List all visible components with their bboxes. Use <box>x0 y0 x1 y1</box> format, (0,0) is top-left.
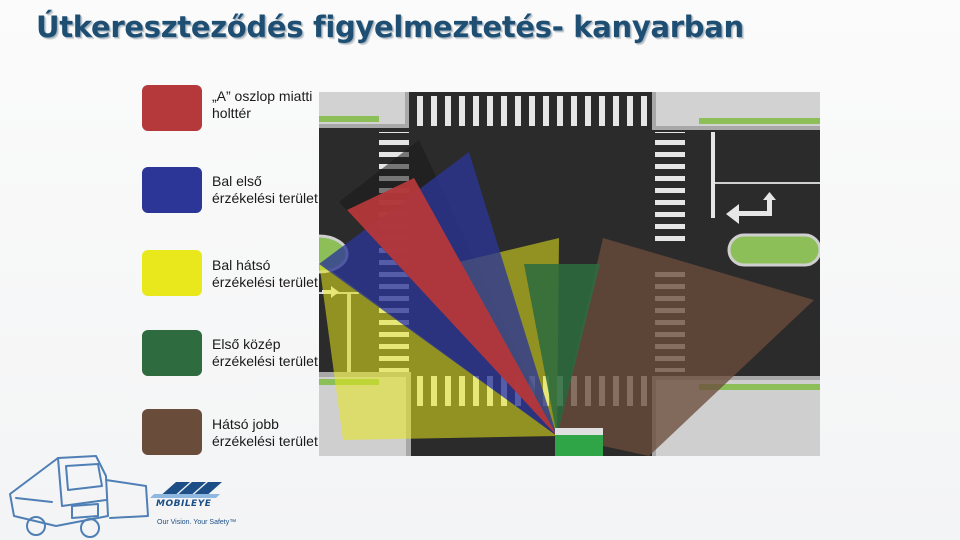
legend-swatch-left-rear <box>142 250 202 296</box>
corner-top-left <box>319 92 409 128</box>
front-center-zone <box>524 264 600 436</box>
turn-arrow <box>726 192 776 224</box>
brand-tagline: Our Vision. Your Safety™ <box>157 519 237 526</box>
intersection-diagram <box>319 92 820 456</box>
corner-top-right <box>652 92 820 130</box>
crosswalk-right <box>655 132 685 242</box>
brand-name: MOBILEYE <box>156 499 212 509</box>
a-pillar-blind-spot <box>347 178 557 436</box>
legend-label-left-rear: Bal hátsó érzékelési terület <box>212 257 318 290</box>
legend-label-rear-right: Hátsó jobb érzékelési terület <box>212 416 318 449</box>
truck-illustration <box>9 455 149 538</box>
lane-line <box>715 182 820 184</box>
legend-swatch-left-front <box>142 167 202 213</box>
legend-label-left-front: Bal első érzékelési terület <box>212 173 318 206</box>
median-island-right <box>727 233 820 267</box>
rear-right-zone <box>557 238 814 456</box>
legend-swatch-rear-right <box>142 409 202 455</box>
legend-label-front-center: Első közép érzékelési terület <box>212 336 318 369</box>
page-title: Útkereszteződés figyelmeztetés- kanyarba… <box>36 10 744 44</box>
mobileye-logo-icon <box>150 482 222 498</box>
truck-marker <box>555 435 603 456</box>
lane-divider <box>711 132 715 218</box>
legend-swatch-a-pillar <box>142 85 202 131</box>
crosswalk-top <box>415 96 651 126</box>
legend-label-a-pillar: „A” oszlop miatti holttér <box>212 88 313 121</box>
legend-swatch-front-center <box>142 330 202 376</box>
detection-zones <box>319 140 814 456</box>
